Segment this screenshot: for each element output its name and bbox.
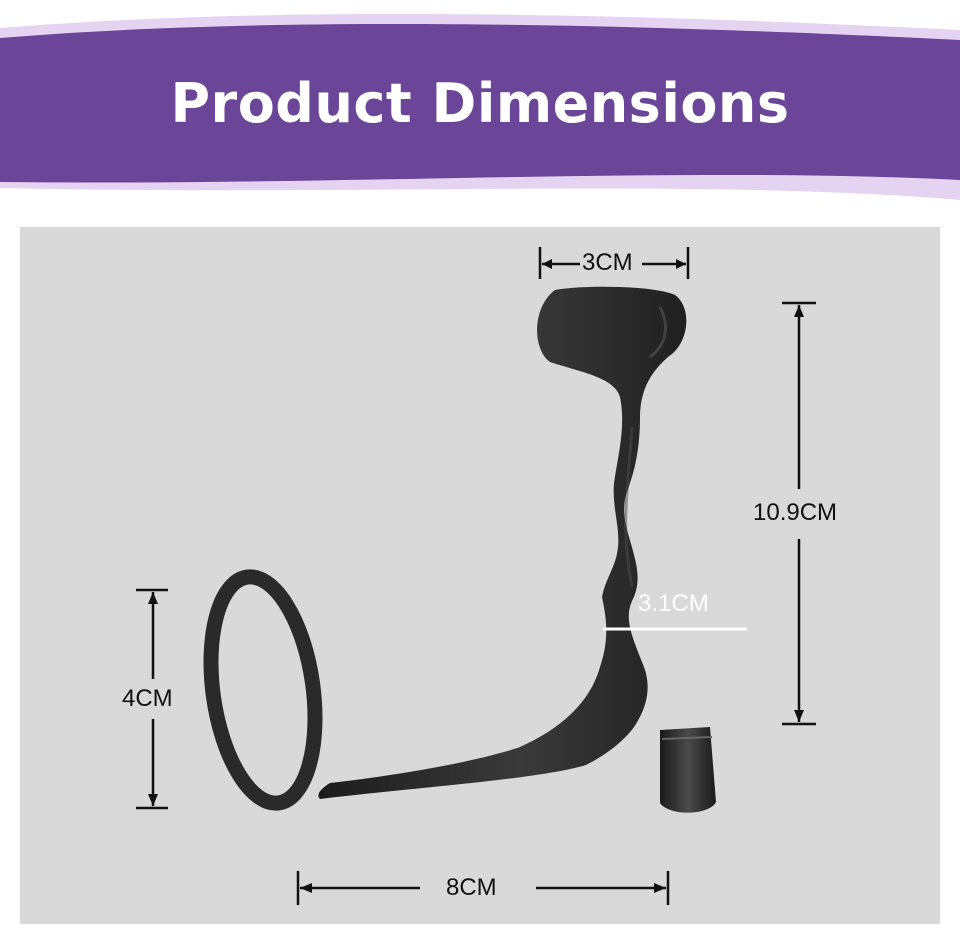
page-title: Product Dimensions (170, 72, 790, 135)
length-dimension (782, 301, 816, 726)
shaft-width-label: 3.1CM (638, 590, 709, 617)
product-body (318, 286, 687, 800)
ring-height-dimension (136, 588, 168, 810)
length-label: 10.9CM (753, 499, 838, 526)
tip-width-dimension (538, 247, 690, 279)
base-length-dimension (296, 871, 670, 905)
product-bullet (660, 727, 716, 813)
ring-height-label: 4CM (122, 685, 173, 712)
tip-width-label: 3CM (582, 249, 633, 276)
product-diagram (136, 247, 816, 905)
product-ring (203, 569, 323, 811)
base-length-label: 8CM (446, 874, 497, 901)
banner-wave (0, 13, 960, 201)
diagram-panel: 3CM 10.9CM 3.1CM 4CM 8CM (20, 227, 940, 924)
